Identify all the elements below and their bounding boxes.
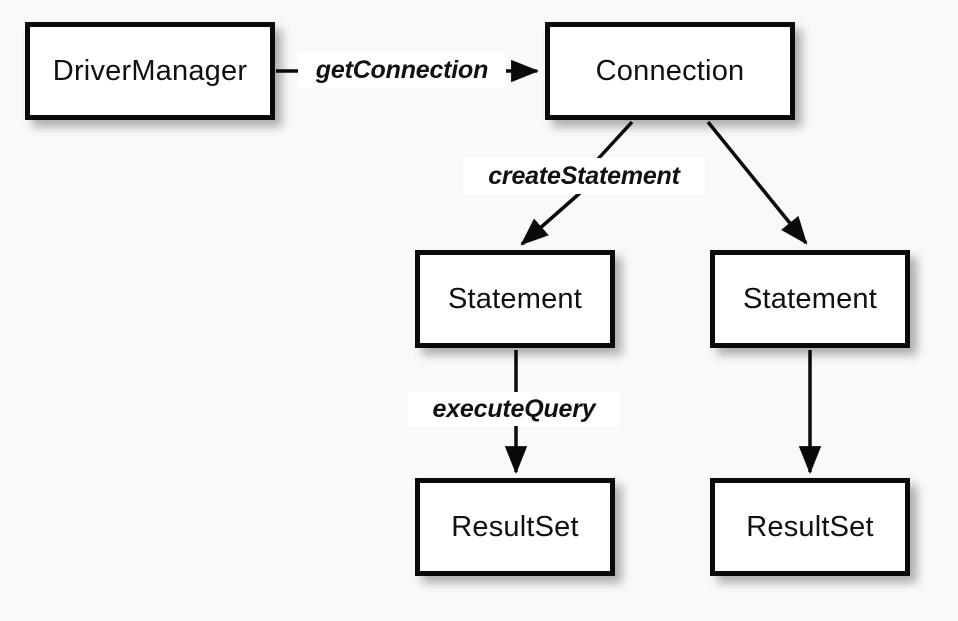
node-driver-manager[interactable]: DriverManager [25, 22, 275, 120]
node-label: Statement [448, 282, 582, 315]
node-statement-left[interactable]: Statement [415, 250, 615, 348]
edge-label-execute-query: executeQuery [408, 392, 620, 426]
node-resultset-left[interactable]: ResultSet [415, 478, 615, 576]
node-label: ResultSet [451, 510, 579, 543]
node-resultset-right[interactable]: ResultSet [710, 478, 910, 576]
node-label: ResultSet [746, 510, 874, 543]
edge-label-create-statement: createStatement [463, 158, 705, 194]
node-label: Connection [595, 54, 745, 87]
node-label: DriverManager [52, 54, 248, 87]
node-label: Statement [743, 282, 877, 315]
node-statement-right[interactable]: Statement [710, 250, 910, 348]
edge-create-statement-2 [706, 120, 808, 245]
edge-label-get-connection: getConnection [298, 52, 506, 88]
node-connection[interactable]: Connection [545, 22, 795, 120]
